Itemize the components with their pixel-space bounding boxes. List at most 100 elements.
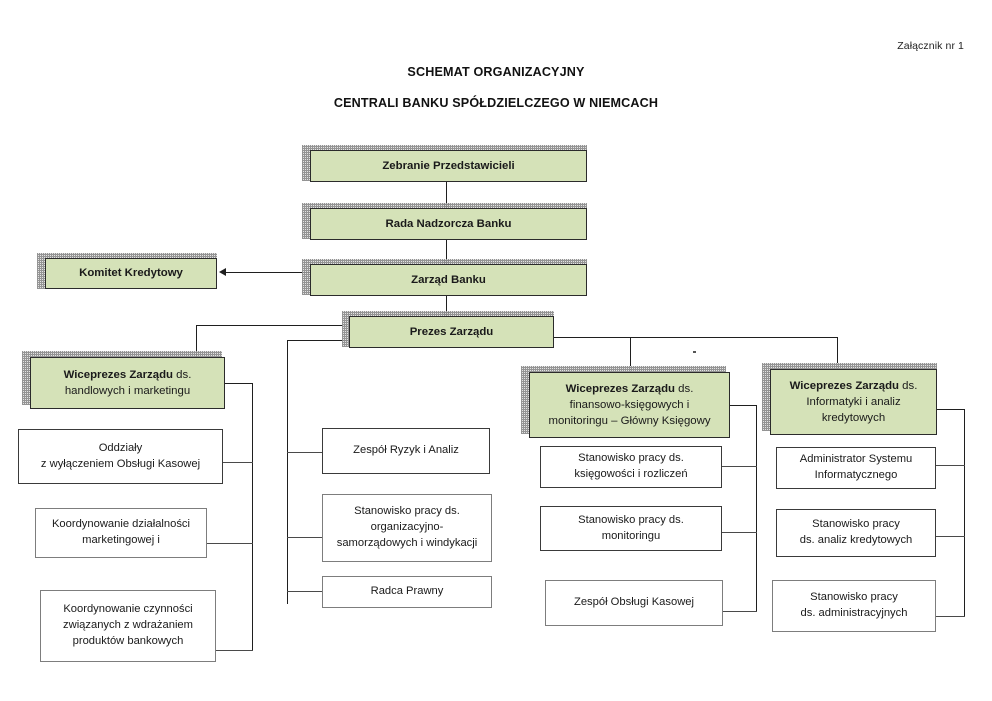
admin-position-line-2: ds. administracyjnych bbox=[800, 607, 908, 619]
org-position-line-1: Stanowisko pracy ds. bbox=[354, 505, 460, 518]
vp-finance-line-1: Wiceprezes Zarządu ds. bbox=[536, 381, 723, 397]
node-president[interactable]: Prezes Zarządu bbox=[349, 316, 554, 348]
connector-vp-it-out bbox=[937, 409, 965, 411]
annex-label: Załącznik nr 1 bbox=[897, 40, 964, 52]
node-management-board-label: Zarząd Banku bbox=[411, 273, 486, 286]
marketing-coord-line-2: marketingowej i bbox=[82, 534, 160, 546]
connector-president-right-bus bbox=[550, 337, 837, 339]
connector-vp-commercial-out bbox=[225, 383, 253, 385]
node-cash-service-team[interactable]: Zespół Obsługi Kasowej bbox=[545, 580, 723, 626]
node-vp-commercial[interactable]: Wiceprezes Zarządu ds. handlowych i mark… bbox=[30, 357, 225, 409]
connector-vp-commercial-drop bbox=[196, 325, 198, 358]
connector-it-child-3 bbox=[936, 616, 965, 618]
connector-vp-finance-out bbox=[730, 405, 757, 407]
node-credit-analysis[interactable]: Stanowisko pracy ds. analiz kredytowych bbox=[776, 509, 936, 557]
vp-it-line-1: Wiceprezes Zarządu ds. bbox=[777, 378, 930, 394]
vp-finance-rest: ds. bbox=[675, 382, 694, 395]
node-branches-text: Oddziały z wyłączeniem Obsługi Kasowej bbox=[19, 441, 222, 473]
vp-finance-line-3: monitoringu – Główny Księgowy bbox=[548, 415, 711, 428]
connector-left-child-3 bbox=[216, 650, 253, 652]
node-credit-committee[interactable]: Komitet Kredytowy bbox=[45, 258, 217, 289]
vp-finance-line-2: finansowo-księgowych i bbox=[569, 398, 690, 411]
node-accounting-position[interactable]: Stanowisko pracy ds. księgowości i rozli… bbox=[540, 446, 722, 488]
node-system-admin[interactable]: Administrator Systemu Informatycznego bbox=[776, 447, 936, 489]
connector-president-left-bus bbox=[196, 325, 348, 327]
monitoring-line-1: Stanowisko pracy ds. bbox=[578, 513, 684, 526]
vp-it-line-3: kredytowych bbox=[821, 412, 886, 425]
node-supervisory-board[interactable]: Rada Nadzorcza Banku bbox=[310, 208, 587, 240]
credit-analysis-line-2: ds. analiz kredytowych bbox=[799, 534, 913, 546]
vp-it-bold: Wiceprezes Zarządu bbox=[789, 379, 900, 392]
stray-dot-marker bbox=[693, 351, 696, 353]
node-management-board[interactable]: Zarząd Banku bbox=[310, 264, 587, 296]
node-risk-team[interactable]: Zespół Ryzyk i Analiz bbox=[322, 428, 490, 474]
node-vp-it-text: Wiceprezes Zarządu ds. Informatyki i ana… bbox=[771, 378, 936, 427]
node-admin-position[interactable]: Stanowisko pracy ds. administracyjnych bbox=[772, 580, 936, 632]
risk-team-line-1: Zespół Ryzyk i Analiz bbox=[353, 444, 459, 457]
connector-it-trunk bbox=[964, 409, 966, 617]
monitoring-line-2: monitoringu bbox=[601, 529, 661, 542]
legal-counsel-line-1: Radca Prawny bbox=[370, 585, 444, 598]
system-admin-line-1: Administrator Systemu bbox=[799, 453, 913, 466]
node-org-position-text: Stanowisko pracy ds. organizacyjno- samo… bbox=[323, 504, 491, 552]
node-product-coord[interactable]: Koordynowanie czynności związanych z wdr… bbox=[40, 590, 216, 662]
node-vp-commercial-text: Wiceprezes Zarządu ds. handlowych i mark… bbox=[31, 367, 224, 399]
system-admin-line-2: Informatycznego bbox=[814, 469, 898, 481]
connector-finance-child-1 bbox=[722, 466, 757, 468]
vp-commercial-line-1: Wiceprezes Zarządu ds. bbox=[37, 367, 218, 383]
node-admin-position-text: Stanowisko pracy ds. administracyjnych bbox=[773, 590, 935, 622]
node-monitoring-position-text: Stanowisko pracy ds. monitoringu bbox=[541, 513, 721, 545]
node-legal-counsel[interactable]: Radca Prawny bbox=[322, 576, 492, 608]
admin-position-line-1: Stanowisko pracy bbox=[810, 591, 898, 604]
node-cash-service-team-text: Zespół Obsługi Kasowej bbox=[546, 595, 722, 611]
node-vp-finance[interactable]: Wiceprezes Zarządu ds. finansowo-księgow… bbox=[529, 372, 730, 438]
connector-vp-it-drop bbox=[837, 337, 839, 369]
node-credit-committee-label: Komitet Kredytowy bbox=[79, 267, 183, 280]
node-assembly-label: Zebranie Przedstawicieli bbox=[382, 159, 515, 172]
connector-it-child-2 bbox=[936, 536, 965, 538]
credit-analysis-line-1: Stanowisko pracy bbox=[812, 518, 900, 531]
node-marketing-coord[interactable]: Koordynowanie działalności marketingowej… bbox=[35, 508, 207, 558]
marketing-coord-line-1: Koordynowanie działalności bbox=[51, 518, 191, 531]
node-monitoring-position[interactable]: Stanowisko pracy ds. monitoringu bbox=[540, 506, 722, 551]
vp-commercial-rest: ds. bbox=[173, 368, 192, 381]
connector-finance-child-3 bbox=[722, 611, 757, 613]
node-vp-it[interactable]: Wiceprezes Zarządu ds. Informatyki i ana… bbox=[770, 369, 937, 435]
node-accounting-position-text: Stanowisko pracy ds. księgowości i rozli… bbox=[541, 451, 721, 483]
connector-middle-child-2 bbox=[287, 537, 322, 539]
node-assembly[interactable]: Zebranie Przedstawicieli bbox=[310, 150, 587, 182]
vp-finance-bold: Wiceprezes Zarządu bbox=[565, 382, 676, 395]
connector-president-middle-bus bbox=[287, 340, 348, 342]
node-product-coord-text: Koordynowanie czynności związanych z wdr… bbox=[41, 602, 215, 650]
connector-left-column-trunk bbox=[252, 383, 254, 650]
connector-middle-child-1 bbox=[287, 452, 322, 454]
node-risk-team-text: Zespół Ryzyk i Analiz bbox=[323, 443, 489, 459]
vp-commercial-line-2: handlowych i marketingu bbox=[64, 385, 191, 397]
connector-finance-child-2 bbox=[722, 532, 757, 534]
connector-board-to-management bbox=[446, 239, 448, 266]
node-org-position[interactable]: Stanowisko pracy ds. organizacyjno- samo… bbox=[322, 494, 492, 562]
node-branches[interactable]: Oddziały z wyłączeniem Obsługi Kasowej bbox=[18, 429, 223, 484]
vp-it-line-2: Informatyki i analiz bbox=[806, 395, 901, 408]
node-president-label: Prezes Zarządu bbox=[409, 325, 494, 338]
connector-management-to-committee bbox=[226, 272, 318, 274]
node-system-admin-text: Administrator Systemu Informatycznego bbox=[777, 452, 935, 484]
product-coord-line-2: związanych z wdrażaniem bbox=[63, 619, 193, 632]
org-position-line-2: organizacyjno- bbox=[370, 521, 444, 534]
cash-service-line-1: Zespół Obsługi Kasowej bbox=[573, 596, 694, 609]
accounting-line-1: Stanowisko pracy ds. bbox=[578, 452, 684, 465]
accounting-line-2: księgowości i rozliczeń bbox=[574, 468, 688, 480]
connector-it-child-1 bbox=[936, 465, 965, 467]
connector-middle-trunk bbox=[287, 340, 289, 604]
node-credit-analysis-text: Stanowisko pracy ds. analiz kredytowych bbox=[777, 517, 935, 549]
connector-left-child-2 bbox=[207, 543, 253, 545]
node-supervisory-board-label: Rada Nadzorcza Banku bbox=[385, 217, 512, 230]
product-coord-line-3: produktów bankowych bbox=[72, 634, 184, 647]
vp-it-rest: ds. bbox=[899, 379, 918, 392]
product-coord-line-1: Koordynowanie czynności bbox=[63, 603, 193, 616]
node-vp-finance-text: Wiceprezes Zarządu ds. finansowo-księgow… bbox=[530, 381, 729, 430]
connector-left-child-1 bbox=[222, 462, 253, 464]
arrow-management-to-committee bbox=[219, 267, 226, 276]
node-marketing-coord-text: Koordynowanie działalności marketingowej… bbox=[36, 517, 206, 549]
